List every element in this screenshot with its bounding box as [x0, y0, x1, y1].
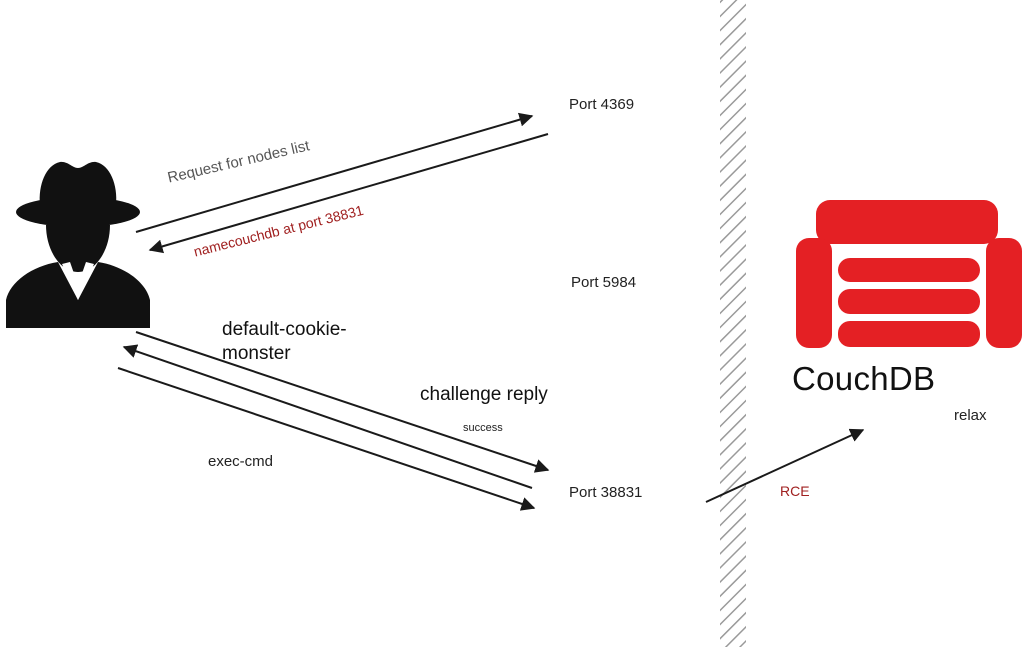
- arrow-exec-cmd: [117, 367, 536, 511]
- arrow-name-reply: [148, 133, 549, 254]
- hacker-icon: [6, 161, 150, 328]
- label-port-38831: Port 38831: [569, 484, 643, 501]
- couch-icon: [796, 200, 1022, 348]
- arrow-request-nodes: [135, 112, 534, 233]
- label-rce: RCE: [780, 483, 810, 499]
- firewall-wall: [720, 0, 746, 647]
- label-success: success: [463, 422, 503, 434]
- label-relax: relax: [954, 407, 987, 424]
- arrow-cookie: [135, 331, 550, 473]
- label-exec-cmd: exec-cmd: [208, 453, 274, 470]
- arrow-rce: [705, 428, 865, 503]
- couchdb-wordmark: CouchDB: [792, 360, 936, 397]
- label-cookie: default-cookie-monster: [222, 319, 347, 364]
- label-port-4369: Port 4369: [569, 96, 635, 113]
- label-port-5984: Port 5984: [571, 274, 637, 291]
- label-challenge-reply: challenge reply: [420, 384, 548, 405]
- arrow-challenge-reply: [122, 344, 533, 489]
